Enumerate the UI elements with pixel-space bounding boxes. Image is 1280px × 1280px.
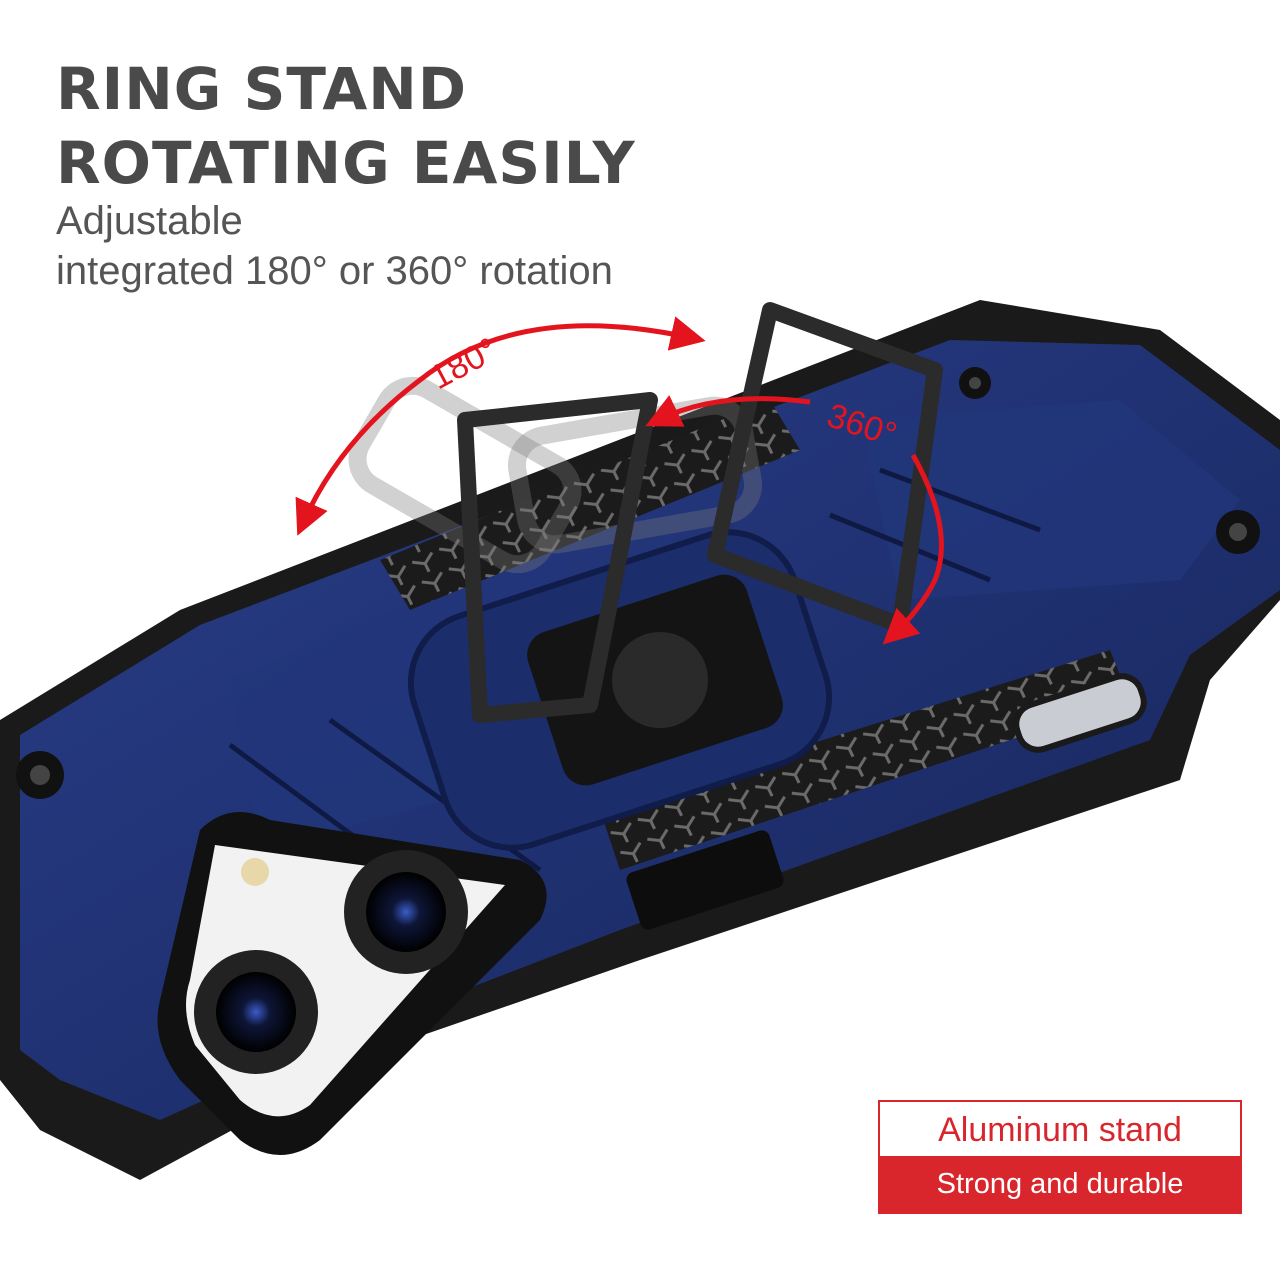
bottom-port	[626, 830, 784, 930]
rotation-arrow-180	[295, 316, 706, 536]
subheading-line-1: Adjustable	[56, 199, 243, 243]
headline-line-1: RING STAND	[56, 55, 467, 123]
subheading: Adjustable integrated 180° or 360° rotat…	[56, 196, 613, 296]
screw-icon	[16, 367, 1260, 799]
headline-line-2: ROTATING EASILY	[56, 129, 636, 197]
grip-strip	[600, 650, 1130, 870]
rotation-arrow-360	[645, 395, 811, 427]
badge-title: Aluminum stand	[938, 1111, 1182, 1149]
rotation-arrow-360	[882, 453, 944, 645]
badge-subtitle: Strong and durable	[880, 1156, 1240, 1212]
side-button	[1013, 673, 1147, 753]
feature-badge: Aluminum stand Strong and durable	[878, 1100, 1242, 1214]
headline: RING STAND ROTATING EASILY	[56, 52, 636, 200]
camera-lens-icon	[194, 850, 468, 1074]
subheading-line-2: integrated 180° or 360° rotation	[56, 249, 613, 293]
case-panel	[860, 400, 1240, 600]
